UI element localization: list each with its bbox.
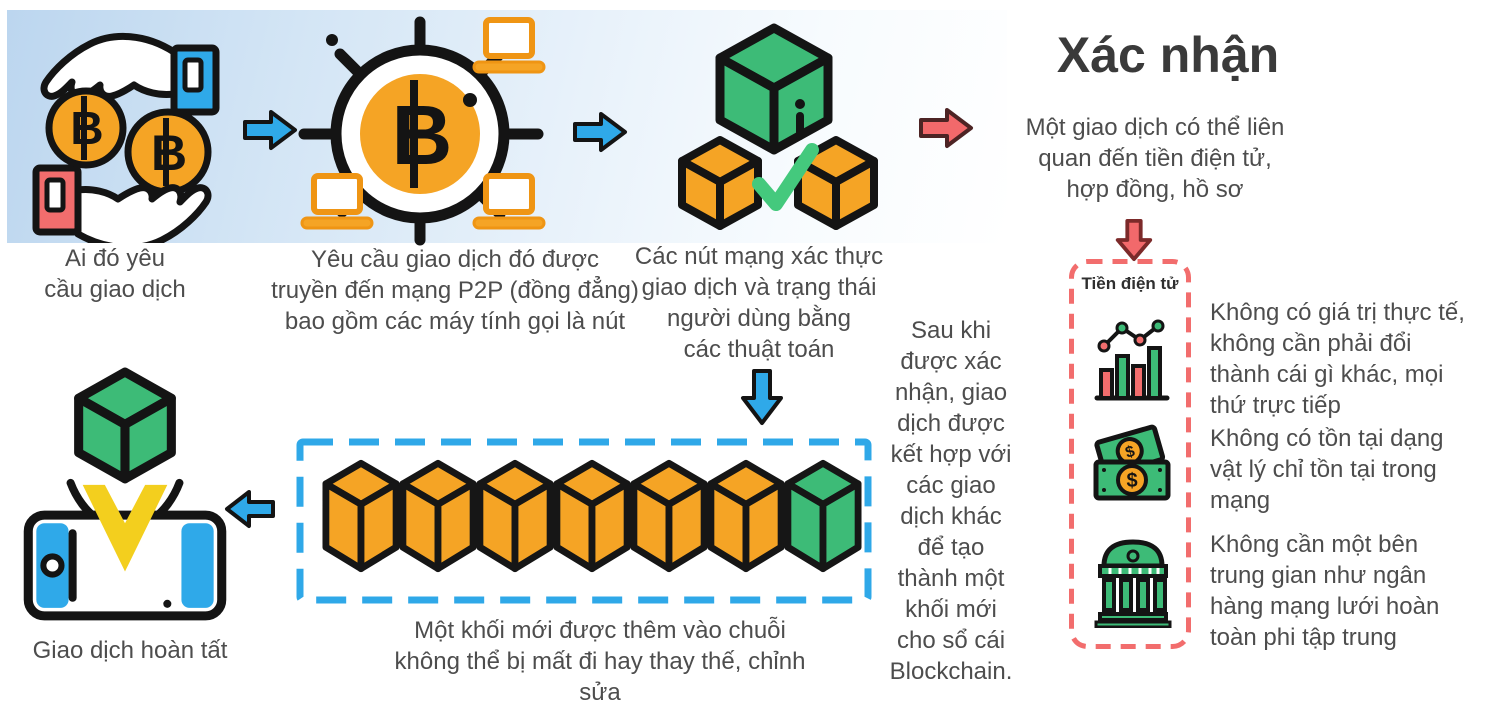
money-bills-icon: $ $ (1093, 424, 1171, 501)
crypto-point-text: Không có giá trị thực tế, không cần phải… (1210, 299, 1465, 419)
block-cube-icon (322, 459, 400, 573)
step1-caption: Ai đó yêu cầu giao dịch (44, 245, 186, 303)
phone-receive-block-icon (23, 367, 227, 621)
crypto-box-label: Tiền điện tử (1081, 274, 1179, 293)
merge-note: Sau khi được xác nhận, giao dịch được kế… (889, 317, 1013, 685)
chain-blocks (322, 459, 862, 577)
svg-text:$: $ (1126, 470, 1137, 492)
svg-text:B: B (392, 88, 453, 182)
block-cube-icon (399, 459, 477, 573)
block-cube-icon (476, 459, 554, 573)
blocks-validated-check-icon (678, 23, 878, 230)
laptop-node-icon (472, 17, 546, 74)
step3-caption: Các nút mạng xác thực giao dịch và trạng… (634, 243, 884, 363)
laptop-node-icon (300, 173, 374, 230)
crypto-dashed-box (1069, 259, 1191, 649)
download-arrow-icon (82, 484, 168, 572)
flow-arrow-right-icon (573, 112, 627, 152)
confirmation-title: Xác nhận (1056, 27, 1280, 83)
block-cube-icon (707, 459, 785, 573)
hands-exchange-bitcoin-icon: B B (32, 32, 220, 243)
flow-arrow-right-red-icon (919, 108, 973, 148)
blockchain-dashed-box (296, 438, 872, 604)
bitcoin-coin-icon: B (45, 87, 127, 169)
laptop-node-icon (472, 173, 546, 230)
flow-arrow-right-icon (243, 110, 297, 150)
checkmark-icon (752, 143, 819, 211)
svg-text:B: B (151, 125, 187, 181)
svg-text:B: B (70, 102, 103, 154)
arrow-down-blue-icon (741, 369, 783, 425)
crypto-point-text: Không có tồn tại dạng vật lý chỉ tồn tại… (1210, 425, 1444, 514)
bitcoin-coin-icon: B (124, 108, 212, 196)
arrow-down-red-icon (1115, 218, 1153, 262)
crypto-point-text: Không cần một bên trung gian như ngân hà… (1210, 531, 1440, 651)
block-cube-icon (630, 459, 708, 573)
step2-caption: Yêu cầu giao dịch đó được truyền đến mạn… (271, 246, 639, 335)
chain-caption: Một khối mới được thêm vào chuỗi không t… (394, 617, 806, 706)
bitcoin-p2p-network-icon: B (298, 16, 546, 246)
block-cube-icon (553, 459, 631, 573)
bar-chart-icon (1094, 319, 1170, 401)
bank-building-icon (1094, 539, 1172, 628)
step4-caption: Giao dịch hoàn tất (32, 637, 228, 664)
orange-block-icon (678, 136, 762, 230)
confirmation-subtitle: Một giao dịch có thể liên quan đến tiền … (1025, 114, 1285, 203)
flow-arrow-left-icon (225, 490, 275, 528)
block-cube-icon (784, 459, 862, 573)
